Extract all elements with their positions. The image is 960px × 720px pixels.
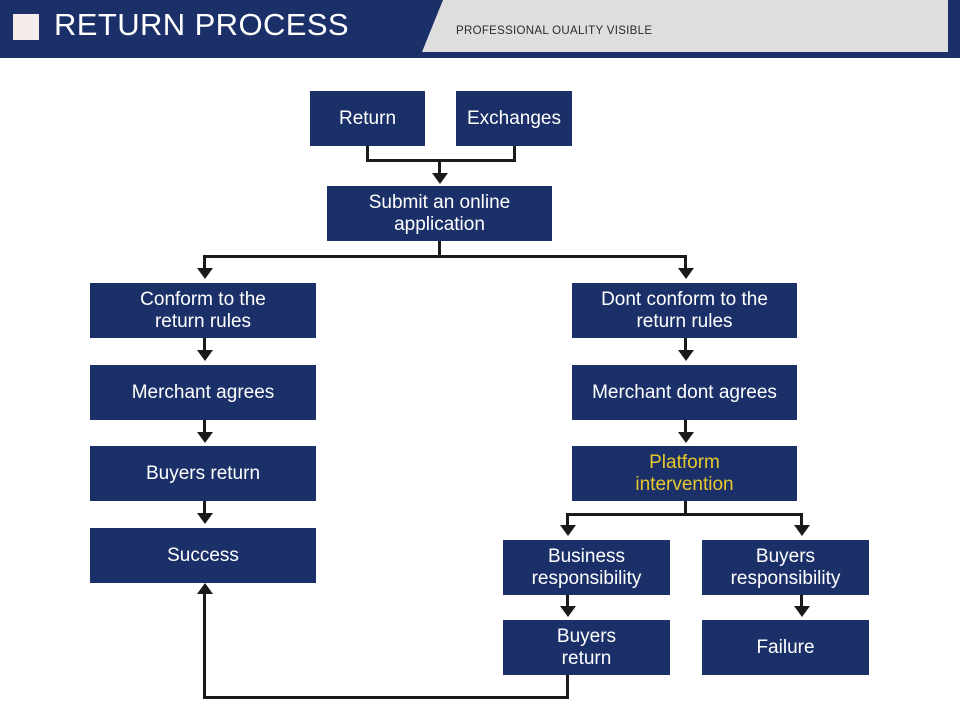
connector-conform-down bbox=[203, 338, 206, 350]
flow-node-exchanges[interactable]: Exchanges bbox=[456, 91, 572, 146]
arrow-into-business-responsibility bbox=[560, 525, 576, 536]
connector-return-down bbox=[366, 146, 369, 162]
arrow-into-success bbox=[197, 513, 213, 524]
flow-node-return[interactable]: Return bbox=[310, 91, 425, 146]
connector-bus-to-dont-conform bbox=[684, 255, 687, 270]
arrow-into-buyers-responsibility bbox=[794, 525, 810, 536]
connector-feedback-horizontal bbox=[203, 696, 569, 699]
connector-buyers-resp-down bbox=[800, 595, 803, 606]
arrow-into-merchant-dont-agrees bbox=[678, 350, 694, 361]
flow-node-dont-conform-rules[interactable]: Dont conform to the return rules bbox=[572, 283, 797, 338]
arrow-into-buyers-return-left bbox=[197, 432, 213, 443]
connector-top-merge-bus bbox=[366, 159, 516, 162]
flow-node-success[interactable]: Success bbox=[90, 528, 316, 583]
arrow-into-conform bbox=[197, 268, 213, 279]
connector-merchant-dont-down bbox=[684, 420, 687, 432]
arrow-into-merchant-agrees bbox=[197, 350, 213, 361]
header-accent-square-icon bbox=[13, 14, 39, 40]
connector-bus-to-buyers-resp bbox=[800, 513, 803, 526]
flow-node-buyers-return-bottom[interactable]: Buyers return bbox=[503, 620, 670, 675]
connector-dont-conform-down bbox=[684, 338, 687, 350]
connector-bus-to-conform bbox=[203, 255, 206, 270]
flow-node-buyers-responsibility[interactable]: Buyers responsibility bbox=[702, 540, 869, 595]
flow-node-platform-intervention[interactable]: Platform intervention bbox=[572, 446, 797, 501]
arrow-into-failure bbox=[794, 606, 810, 617]
arrow-into-dont-conform bbox=[678, 268, 694, 279]
flow-node-merchant-dont-agrees[interactable]: Merchant dont agrees bbox=[572, 365, 797, 420]
flow-node-failure[interactable]: Failure bbox=[702, 620, 869, 675]
connector-business-resp-down bbox=[566, 595, 569, 606]
flow-node-business-responsibility[interactable]: Business responsibility bbox=[503, 540, 670, 595]
connector-feedback-down bbox=[566, 675, 569, 699]
connector-bus-to-business-resp bbox=[566, 513, 569, 526]
header-subtitle-panel bbox=[422, 0, 948, 52]
arrow-into-buyers-return-bottom bbox=[560, 606, 576, 617]
page-title: RETURN PROCESS bbox=[54, 7, 349, 42]
connector-split-bus bbox=[203, 255, 687, 258]
arrow-into-platform bbox=[678, 432, 694, 443]
connector-exchanges-down bbox=[513, 146, 516, 162]
connector-merge-to-submit bbox=[438, 159, 441, 175]
flow-node-submit-application[interactable]: Submit an online application bbox=[327, 186, 552, 241]
flow-node-buyers-return-left[interactable]: Buyers return bbox=[90, 446, 316, 501]
arrow-feedback-into-success bbox=[197, 583, 213, 594]
header-subtitle: PROFESSIONAL OUALITY VISIBLE bbox=[456, 25, 653, 37]
connector-submit-down bbox=[438, 241, 441, 258]
connector-merchant-agrees-down bbox=[203, 420, 206, 432]
flow-node-conform-rules[interactable]: Conform to the return rules bbox=[90, 283, 316, 338]
connector-responsibility-bus bbox=[566, 513, 803, 516]
arrow-into-submit bbox=[432, 173, 448, 184]
connector-buyers-return-left-down bbox=[203, 501, 206, 513]
connector-feedback-up bbox=[203, 594, 206, 697]
flow-node-merchant-agrees[interactable]: Merchant agrees bbox=[90, 365, 316, 420]
connector-platform-down bbox=[684, 501, 687, 515]
